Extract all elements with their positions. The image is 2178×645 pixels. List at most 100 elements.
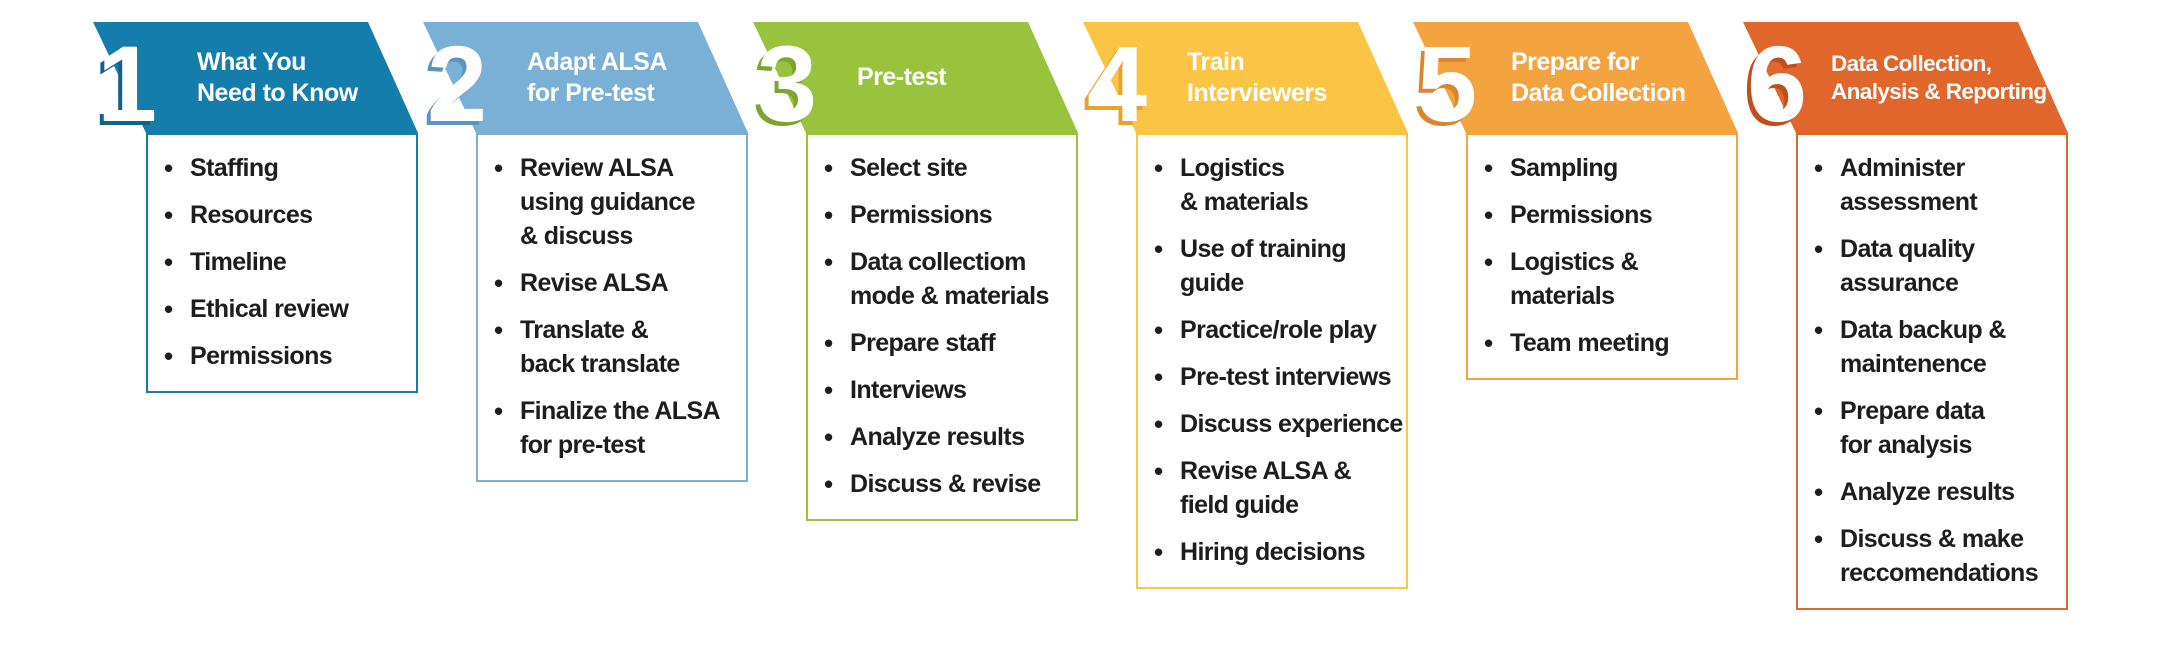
- bullet-dot: •: [824, 200, 833, 230]
- step-number: 3: [757, 23, 818, 144]
- list-item-text: Logistics & materials: [1510, 248, 1639, 310]
- bullet-dot: •: [1814, 477, 1823, 507]
- list-item: • Discuss & make reccomendations: [1812, 522, 2064, 590]
- list-item-text: Practice/role play: [1180, 316, 1377, 344]
- list-item-text: Administer assessment: [1840, 154, 1978, 216]
- list-item: •Team meeting: [1482, 326, 1734, 360]
- bullet-dot: •: [1154, 456, 1163, 486]
- list-item: •Resources: [162, 198, 414, 232]
- bullet-dot: •: [494, 268, 503, 298]
- list-item-text: Analyze results: [850, 423, 1025, 451]
- list-item-text: Discuss & revise: [850, 470, 1041, 498]
- list-item: • Logistics & materials: [1152, 151, 1404, 219]
- step-banner-shape: [423, 22, 748, 133]
- bullet-dot: •: [1154, 234, 1163, 264]
- bullet-dot: •: [824, 153, 833, 183]
- bullet-dot: •: [1484, 153, 1493, 183]
- list-item-text: Timeline: [190, 248, 287, 276]
- list-item: • Timeline: [162, 245, 414, 279]
- list-item: • Finalize the ALSA for pre-test: [492, 394, 744, 462]
- list-item-text: Team meeting: [1510, 329, 1670, 357]
- process-step-5: 5 Prepare for Data Collection •Sampling•…: [1413, 22, 1743, 380]
- process-step-1: 1 What You Need to Know •Staffing•Resour…: [93, 22, 423, 393]
- list-item: • Practice/role play: [1152, 313, 1404, 347]
- list-item-text: Prepare staff: [850, 329, 996, 357]
- bullet-dot: •: [1814, 153, 1823, 183]
- bullet-dot: •: [164, 153, 173, 183]
- step-item-list: • Logistics & materials • Use of training g…: [1136, 133, 1408, 589]
- list-item-text: Discuss & make reccomendations: [1840, 525, 2039, 587]
- list-item-text: Data quality assurance: [1840, 235, 1975, 297]
- list-item-text: Data collectiom mode & materials: [850, 248, 1049, 310]
- bullet-dot: •: [1814, 315, 1823, 345]
- bullet-dot: •: [824, 375, 833, 405]
- list-item: •Discuss & revise: [822, 467, 1074, 501]
- step-number: 4: [1087, 23, 1148, 144]
- list-item-text: Permissions: [850, 201, 993, 229]
- list-item-text: Pre-test interviews: [1180, 363, 1392, 391]
- step-banner-shape: [753, 22, 1078, 133]
- list-item-text: Use of training guide: [1180, 235, 1347, 297]
- step-header: 5 Prepare for Data Collection: [1413, 22, 1743, 138]
- step-header: 2 Adapt ALSA for Pre-test: [423, 22, 753, 138]
- list-item: •Data collectiom mode & materials: [822, 245, 1074, 313]
- bullet-dot: •: [494, 153, 503, 183]
- bullet-dot: •: [494, 315, 503, 345]
- step-title: Pre-test: [857, 63, 947, 91]
- step-number: 6: [1747, 23, 1808, 144]
- list-item-text: Analyze results: [1840, 478, 2015, 506]
- list-item-text: Select site: [850, 154, 968, 182]
- list-item-text: Revise ALSA & field guide: [1180, 457, 1352, 519]
- bullet-dot: •: [1154, 315, 1163, 345]
- step-banner-shape: [93, 22, 418, 133]
- bullet-dot: •: [1814, 396, 1823, 426]
- list-item: • Use of training guide: [1152, 232, 1404, 300]
- bullet-dot: •: [1814, 524, 1823, 554]
- bullet-dot: •: [164, 341, 173, 371]
- step-number: 5: [1417, 23, 1478, 144]
- bullet-dot: •: [1154, 409, 1163, 439]
- list-item-text: Translate & back translate: [520, 316, 680, 378]
- step-item-list: •Select site•Permissions•Data collectiom…: [806, 133, 1078, 521]
- step-banner-shape: [1413, 22, 1738, 133]
- step-header: 3 Pre-test: [753, 22, 1083, 138]
- step-title: Data Collection, Analysis & Reporting: [1831, 50, 2047, 104]
- process-step-4: 4 Train Interviewers • Logistics & materi…: [1083, 22, 1413, 589]
- step-title: Prepare for Data Collection: [1511, 47, 1686, 107]
- list-item-text: Permissions: [1510, 201, 1653, 229]
- process-step-6: 6 Data Collection, Analysis & Reporting …: [1743, 22, 2073, 610]
- bullet-dot: •: [494, 396, 503, 426]
- list-item: • Analyze results: [1812, 475, 2064, 509]
- list-item: • Pre-test interviews: [1152, 360, 1404, 394]
- list-item: •Prepare data for analysis: [1812, 394, 2064, 462]
- bullet-dot: •: [164, 294, 173, 324]
- step-header: 1 What You Need to Know: [93, 22, 423, 138]
- list-item-text: Revise ALSA: [520, 269, 669, 297]
- step-title: Train Interviewers: [1187, 47, 1327, 107]
- list-item: •Data quality assurance: [1812, 232, 2064, 300]
- step-banner-shape: [1083, 22, 1408, 133]
- list-item: • Data backup & maintenence: [1812, 313, 2064, 381]
- list-item: • Revise ALSA: [492, 266, 744, 300]
- list-item: •Permissions: [1482, 198, 1734, 232]
- bullet-dot: •: [1154, 153, 1163, 183]
- list-item-text: Logistics & materials: [1180, 154, 1309, 216]
- step-title: Adapt ALSA for Pre-test: [527, 47, 667, 107]
- list-item: •Review ALSA using guidance & discuss: [492, 151, 744, 253]
- step-item-list: •Sampling•Permissions•Logistics & materi…: [1466, 133, 1738, 380]
- list-item: •Permissions: [162, 339, 414, 373]
- list-item-text: Data backup & maintenence: [1840, 316, 2006, 378]
- bullet-dot: •: [164, 247, 173, 277]
- list-item: • Select site: [822, 151, 1074, 185]
- bullet-dot: •: [1154, 362, 1163, 392]
- process-step-3: 3 Pre-test •Select site•Permissions•Data…: [753, 22, 1083, 521]
- list-item-text: Interviews: [850, 376, 967, 404]
- step-item-list: •Staffing•Resources•Timeline•Ethical rev…: [146, 133, 418, 393]
- bullet-dot: •: [824, 328, 833, 358]
- list-item: • Prepare staff: [822, 326, 1074, 360]
- step-item-list: •Administer assessment•Data quality assu…: [1796, 133, 2068, 610]
- list-item-text: Finalize the ALSA for pre-test: [520, 397, 721, 459]
- step-header: 4 Train Interviewers: [1083, 22, 1413, 138]
- step-number: 2: [427, 23, 488, 144]
- list-item: • Revise ALSA & field guide: [1152, 454, 1404, 522]
